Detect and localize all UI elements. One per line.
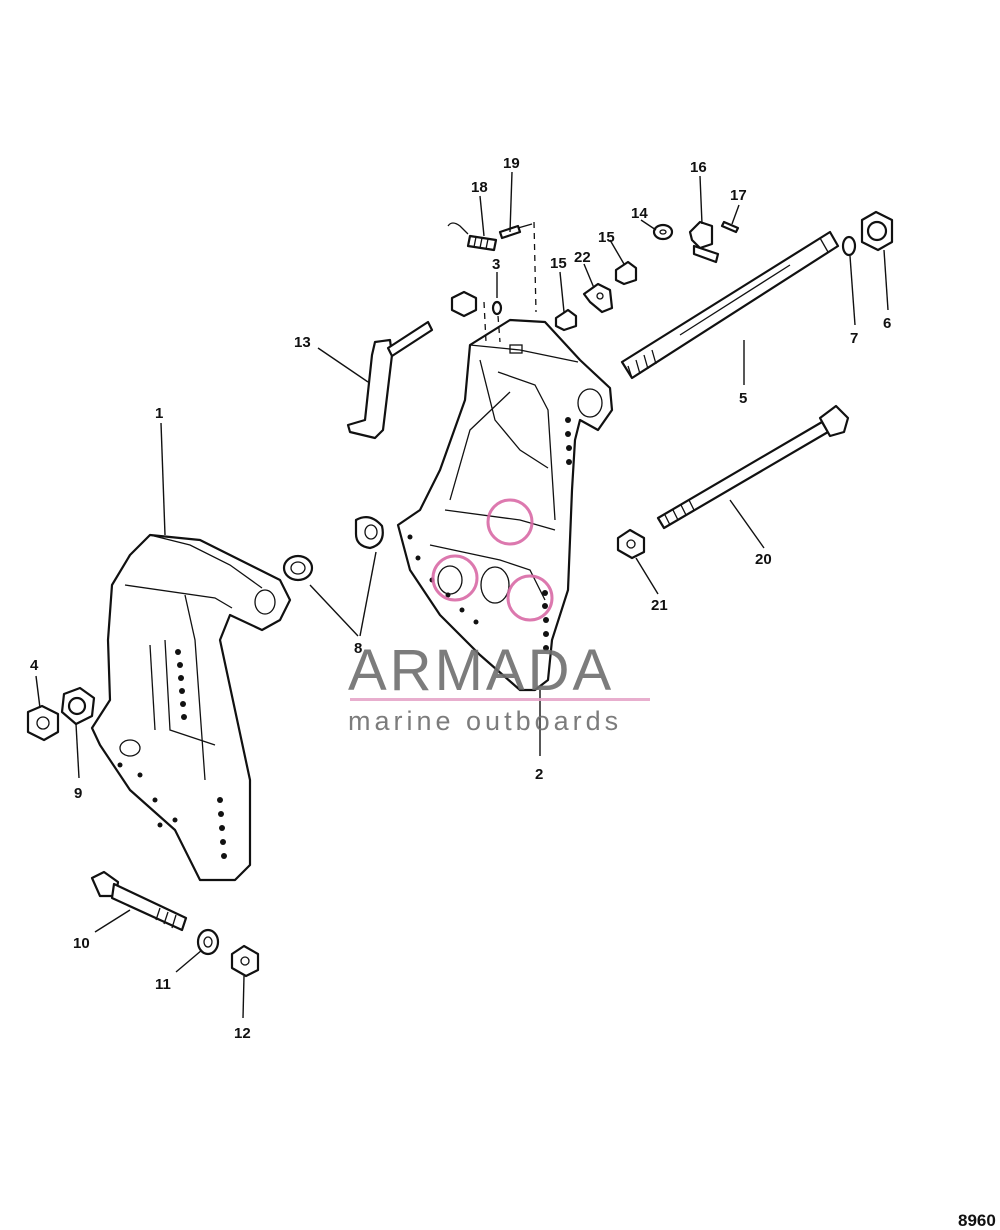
callout-6: 6 (883, 315, 891, 332)
bushing-15-left (554, 308, 578, 332)
callout-18: 18 (471, 179, 488, 196)
callout-12: 12 (234, 1025, 251, 1042)
bushing-15-right (614, 260, 638, 286)
logo-ring-top (486, 498, 534, 546)
washer-8a (282, 554, 314, 582)
nut-12 (230, 944, 260, 978)
callout-10: 10 (73, 935, 90, 952)
logo-ring-right (506, 574, 554, 622)
callout-11: 11 (155, 976, 171, 993)
figure-number: 8960 (958, 1211, 996, 1230)
watermark-rule (350, 698, 650, 701)
callout-21: 21 (651, 597, 668, 614)
callout-19: 19 (503, 155, 520, 172)
callout-14: 14 (631, 205, 648, 222)
watermark: ARMADA marine outboards (348, 498, 650, 736)
callout-13: 13 (294, 334, 311, 351)
nut-9 (60, 686, 96, 726)
logo-ring-left (431, 554, 479, 602)
short-bolt (90, 870, 188, 932)
latch-16 (688, 220, 720, 264)
pin-19 (498, 223, 533, 240)
tilt-tube (620, 230, 840, 380)
callout-16: 16 (690, 159, 707, 176)
callout-3: 3 (492, 256, 500, 273)
callout-labels: 1 2 3 4 5 6 7 8 9 10 11 12 13 14 15 15 1… (30, 155, 891, 1042)
washer-8b (354, 515, 384, 550)
nut-6 (860, 210, 894, 252)
watermark-tagline: marine outboards (348, 706, 622, 736)
callout-15-right: 15 (598, 229, 615, 246)
spring-18 (447, 222, 498, 252)
watermark-logo (431, 498, 554, 622)
callout-4: 4 (30, 657, 39, 674)
callout-5: 5 (739, 390, 747, 407)
ring-7 (841, 235, 857, 257)
callout-2: 2 (535, 766, 543, 783)
long-bolt (656, 404, 850, 530)
washer-11 (196, 928, 220, 956)
callout-15-left: 15 (550, 255, 567, 272)
watermark-brand: ARMADA (348, 638, 614, 703)
right-transom-bracket (396, 318, 614, 692)
nut-4 (26, 704, 60, 742)
clip-22 (582, 282, 614, 314)
callout-8: 8 (354, 640, 362, 657)
pin-17 (720, 220, 740, 234)
knob-3 (450, 290, 503, 318)
left-transom-bracket (90, 533, 292, 882)
washer-14 (652, 223, 674, 241)
callout-17: 17 (730, 187, 747, 204)
tilt-lock-lever (346, 320, 434, 440)
callout-22: 22 (574, 249, 591, 266)
callout-20: 20 (755, 551, 772, 568)
assembly-lines (483, 221, 537, 343)
nut-21 (616, 528, 646, 560)
callout-1: 1 (155, 405, 163, 422)
callout-7: 7 (850, 330, 858, 347)
callout-9: 9 (74, 785, 82, 802)
